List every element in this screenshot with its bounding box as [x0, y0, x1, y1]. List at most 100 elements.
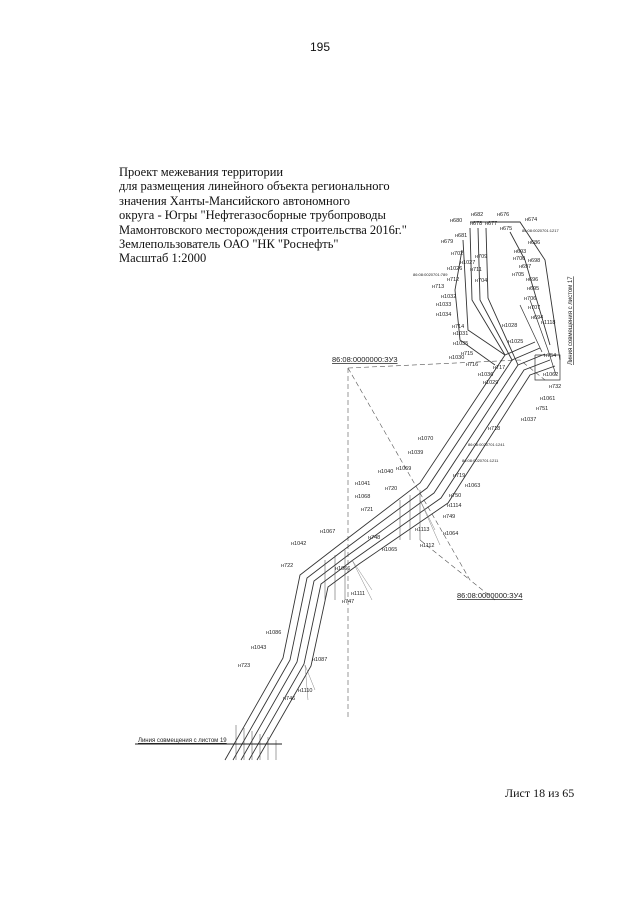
point-label: н697 — [519, 264, 531, 270]
point-label: н1114 — [447, 503, 461, 509]
point-label: н1062 — [543, 372, 558, 378]
scale-line: Масштаб 1:2000 — [119, 251, 207, 266]
point-label: н1063 — [465, 483, 480, 489]
point-label: н1111 — [351, 591, 365, 597]
point-label: н675 — [500, 226, 512, 232]
point-label: н1039 — [408, 450, 423, 456]
match-line-label: Линия совмещения с листом 17 — [568, 276, 574, 365]
point-label: н679 — [441, 239, 453, 245]
point-label: н676 — [497, 212, 509, 218]
title-line: Землепользователь ОАО "НК "Роснефть" — [119, 237, 339, 252]
point-label: н749 — [443, 514, 455, 520]
point-label: н674 — [525, 217, 537, 223]
corridor-ticks — [235, 490, 421, 760]
point-label: н1066 — [335, 566, 350, 572]
point-label: н681 — [455, 233, 467, 239]
point-label: н722 — [281, 563, 293, 569]
title-line: значения Ханты-Мансийского автономного — [119, 193, 351, 208]
point-label: н712 — [447, 277, 459, 283]
point-label: н754 — [544, 353, 556, 359]
point-label: н694 — [531, 315, 543, 321]
point-label: н1040 — [378, 469, 393, 475]
point-label: н1037 — [521, 417, 536, 423]
sheet-number: Лист 18 из 65 — [505, 786, 575, 800]
cadastral-label: 86:08:0020701:1211 — [462, 458, 499, 463]
point-labels: н682 н676 н674 н680 н678 н677 н675 н681 … — [238, 212, 561, 702]
point-label: н686 — [528, 240, 540, 246]
point-label: н1034 — [436, 312, 451, 318]
point-label: н1033 — [436, 302, 451, 308]
cadastral-label: 86:08:0020701:1217 — [522, 228, 559, 233]
point-label: н720 — [385, 486, 397, 492]
point-label: н1029 — [483, 380, 498, 386]
point-label: н723 — [238, 663, 250, 669]
zone-label: 86:08:0000000:ЗУ4 — [457, 591, 523, 600]
point-label: н682 — [471, 212, 483, 218]
title-block: Проект межевания территории для размещен… — [119, 165, 419, 266]
point-label: н1032 — [441, 294, 456, 300]
title-line: округа - Югры "Нефтегазосборные трубопро… — [119, 208, 386, 223]
point-label: н678 — [470, 221, 482, 227]
right-structure — [519, 299, 561, 381]
point-label: н751 — [536, 406, 548, 412]
point-label: н1064 — [443, 531, 458, 537]
point-label: н1036 — [478, 372, 493, 378]
point-label: н1110 — [298, 688, 312, 694]
point-label: н677 — [485, 221, 497, 227]
point-label: н716 — [466, 362, 478, 368]
upper-branches — [454, 221, 561, 366]
point-label: н1041 — [355, 481, 370, 487]
point-label: н693 — [514, 249, 526, 255]
leader-lines — [304, 499, 441, 701]
title-line: Мамонтовского месторождения строительств… — [119, 222, 407, 237]
point-label: н705 — [512, 272, 524, 278]
point-label: н1031 — [453, 331, 468, 337]
point-label: н696 — [526, 277, 538, 283]
point-label: н1061 — [540, 396, 555, 402]
point-label: н715 — [461, 351, 473, 357]
point-label: н714 — [452, 324, 464, 330]
point-label: н721 — [361, 507, 373, 513]
page-number: 195 — [309, 40, 331, 54]
point-label: н1025 — [508, 339, 523, 345]
cadastral-label: 86:08:0020701:789 — [413, 272, 448, 277]
point-label: н717 — [493, 365, 505, 371]
point-label: н1065 — [382, 547, 397, 553]
point-label: н1028 — [502, 323, 517, 329]
point-label: н1035 — [453, 341, 468, 347]
point-label: н1068 — [355, 494, 370, 500]
point-label: н704 — [475, 278, 487, 284]
title-line: для размещения линейного объекта региона… — [119, 179, 390, 194]
point-label: н718 — [488, 426, 500, 432]
title-line: Проект межевания территории — [119, 165, 284, 179]
zone-label: 86:08:0000000:ЗУ3 — [332, 355, 398, 364]
point-label: н1112 — [420, 543, 434, 549]
point-label: н1026 — [447, 266, 462, 272]
point-label: н747 — [342, 599, 354, 605]
point-label: н1086 — [266, 630, 281, 636]
point-label: н713 — [432, 284, 444, 290]
point-label: н732 — [549, 384, 561, 390]
cadastral-label: 86:08:0020701:1241 — [468, 442, 505, 447]
point-label: н750 — [449, 493, 461, 499]
point-label: н719 — [453, 473, 465, 479]
point-label: н695 — [527, 286, 539, 292]
point-label: н707 — [528, 305, 540, 311]
point-label: н1070 — [418, 436, 433, 442]
zone-outlines — [347, 359, 546, 720]
point-label: н711 — [470, 267, 482, 273]
point-label: н1043 — [251, 645, 266, 651]
point-label: н1042 — [291, 541, 306, 547]
point-label: н709 — [475, 254, 487, 260]
point-label: н1113 — [415, 527, 429, 533]
match-line-label: Линия совмещения с листом 19 — [138, 738, 227, 744]
point-label: н698 — [528, 258, 540, 264]
point-label: н702 — [451, 251, 463, 257]
point-label: н706 — [524, 296, 536, 302]
point-label: н1087 — [312, 657, 327, 663]
point-label: н700 — [513, 256, 525, 262]
point-label: н1067 — [320, 529, 335, 535]
point-label: н748 — [368, 535, 380, 541]
point-label: н1069 — [396, 466, 411, 472]
